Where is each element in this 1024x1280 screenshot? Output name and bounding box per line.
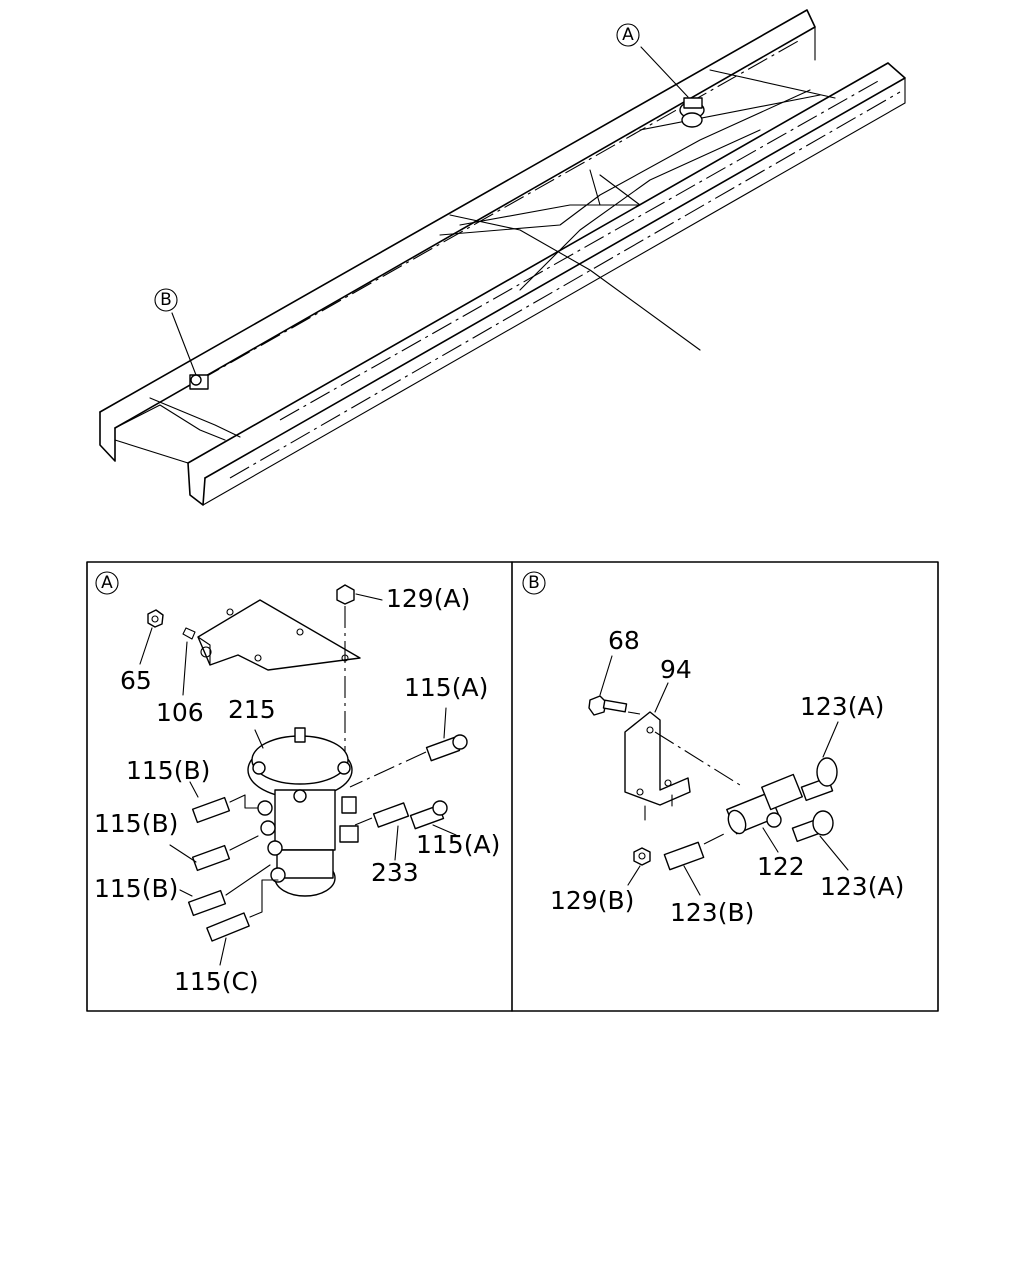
label-123a-top: 123(A) — [800, 692, 884, 721]
valve-bracket — [197, 599, 361, 671]
label-115b-3: 115(B) — [94, 874, 178, 903]
elbow-123a-top — [800, 721, 839, 802]
fitting-115b-2 — [169, 835, 259, 872]
label-123b: 123(B) — [670, 898, 754, 927]
valve-location-b — [171, 312, 209, 390]
elbow-123a-right — [791, 810, 849, 871]
detail-panel-b: B — [522, 571, 904, 927]
svg-text:A: A — [622, 25, 634, 45]
detail-panel-a: A — [94, 571, 500, 996]
svg-text:A: A — [101, 573, 113, 593]
label-65: 65 — [120, 666, 152, 695]
svg-text:B: B — [160, 290, 172, 310]
label-215: 215 — [228, 695, 276, 724]
fitting-115b-1 — [189, 781, 259, 824]
bolt-68 — [588, 655, 641, 716]
fitting-115a-right — [409, 800, 457, 836]
fitting-233 — [354, 802, 410, 861]
label-115a-right: 115(A) — [416, 830, 500, 859]
label-115c: 115(C) — [174, 967, 259, 996]
fitting-123b — [663, 831, 729, 896]
label-233: 233 — [371, 858, 419, 887]
label-115b-1: 115(B) — [126, 756, 210, 785]
label-122: 122 — [757, 852, 805, 881]
fitting-115a-top — [349, 707, 468, 788]
label-94: 94 — [660, 655, 692, 684]
svg-text:B: B — [528, 573, 540, 593]
tee-fitting-122 — [726, 773, 803, 853]
nut-129a — [336, 584, 383, 760]
bracket-94 — [624, 682, 741, 821]
fitting-115b-3 — [179, 864, 271, 917]
callout-circle-b: B — [154, 288, 178, 312]
label-106: 106 — [156, 698, 204, 727]
washer-129b — [627, 847, 651, 886]
nut-65 — [139, 609, 164, 665]
panel-b-callout: B — [522, 571, 546, 595]
relay-valve-215 — [247, 727, 359, 897]
chassis-frame — [99, 9, 906, 506]
label-115a-top: 115(A) — [404, 673, 488, 702]
valve-location-a — [640, 46, 705, 128]
label-115b-2: 115(B) — [94, 809, 178, 838]
panel-a-callout: A — [95, 571, 119, 595]
fitting-115c — [206, 879, 279, 966]
bolt-106 — [182, 627, 196, 696]
label-68: 68 — [608, 626, 640, 655]
label-129a: 129(A) — [386, 584, 470, 613]
callout-circle-a: A — [616, 23, 640, 47]
label-129b: 129(B) — [550, 886, 634, 915]
label-123a-right: 123(A) — [820, 872, 904, 901]
